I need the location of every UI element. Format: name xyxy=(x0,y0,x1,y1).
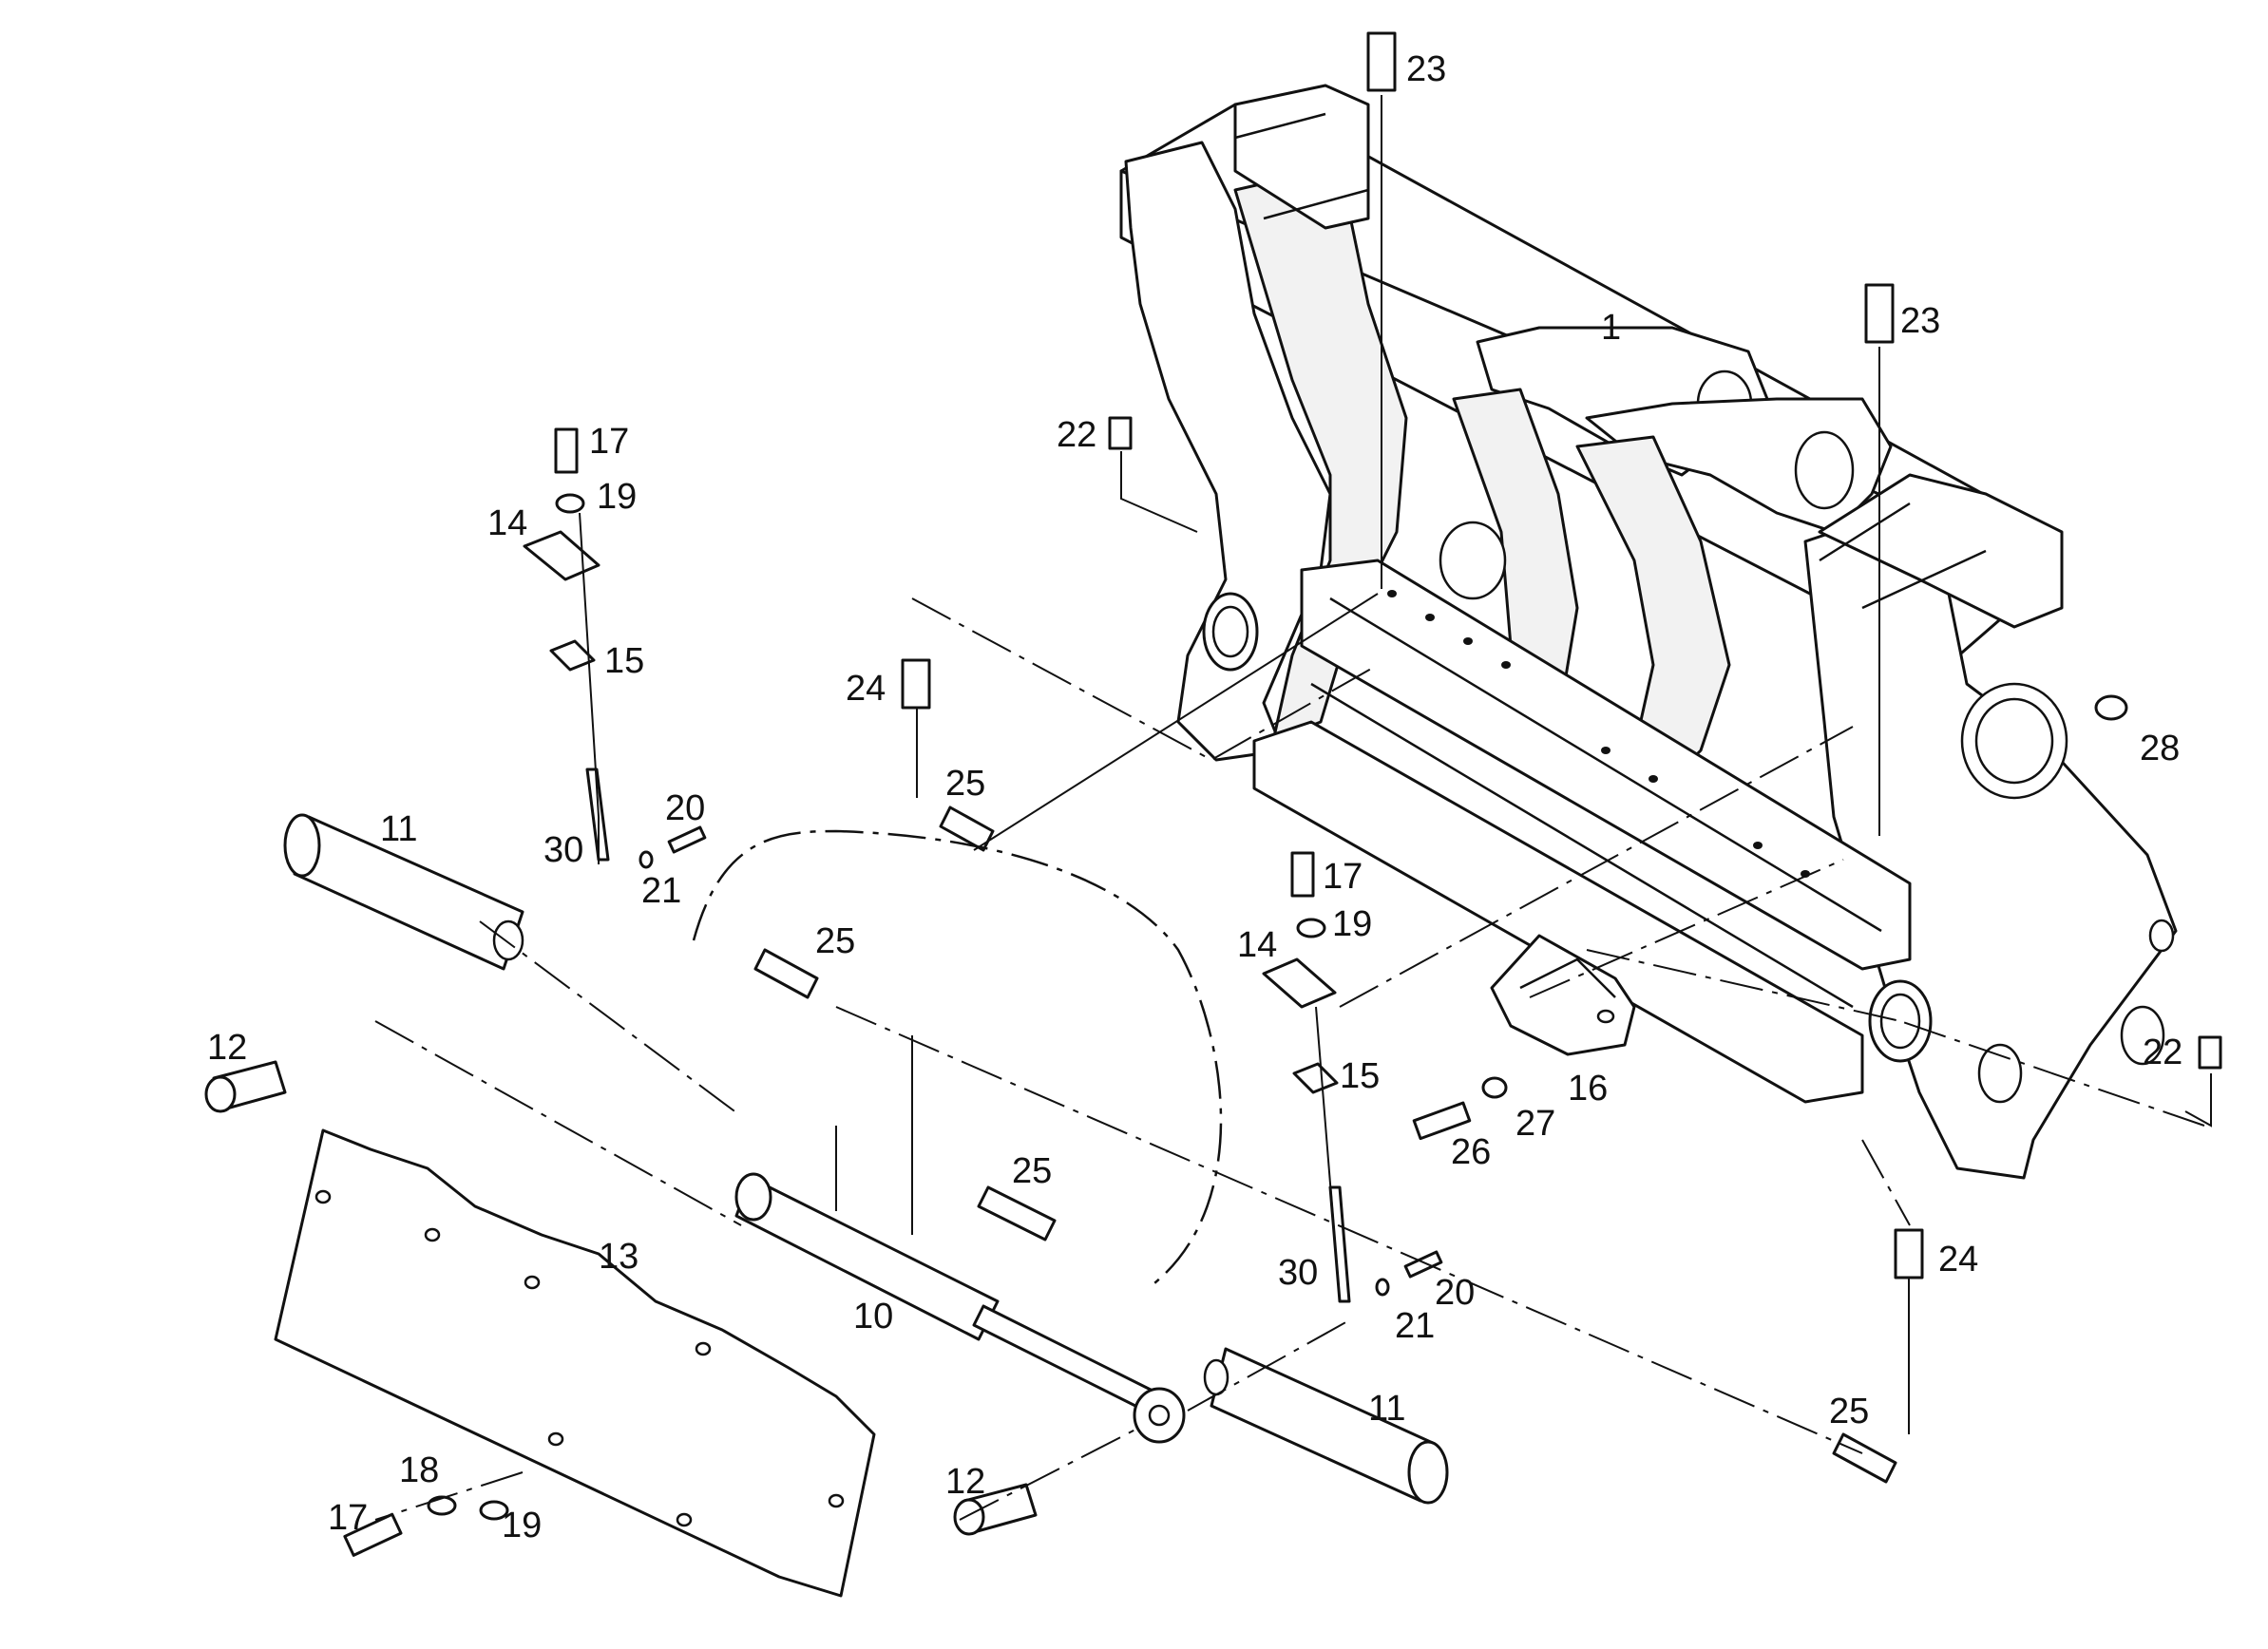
callout-16: 16 xyxy=(1568,1069,1608,1109)
callout-23: 23 xyxy=(1900,301,1940,341)
callout-27: 27 xyxy=(1515,1104,1555,1144)
bracket-16 xyxy=(1490,934,1636,1056)
callout-22: 22 xyxy=(2143,1033,2182,1072)
callout-25: 25 xyxy=(1012,1151,1052,1191)
callout-20: 20 xyxy=(1435,1273,1475,1313)
callout-21: 21 xyxy=(641,871,681,911)
hardware xyxy=(204,31,2222,1557)
callout-30: 30 xyxy=(543,830,583,870)
hydraulic-cylinder-10 xyxy=(734,1172,1186,1444)
callout-21: 21 xyxy=(1395,1306,1435,1346)
callout-26: 26 xyxy=(1451,1132,1491,1172)
pin-11-right xyxy=(1203,1347,1449,1505)
callout-17: 17 xyxy=(1323,857,1363,897)
callout-19: 19 xyxy=(597,477,637,517)
pin-11-left xyxy=(283,813,524,971)
callout-15: 15 xyxy=(1340,1056,1380,1096)
callout-25: 25 xyxy=(945,764,985,804)
callout-25: 25 xyxy=(815,921,855,961)
callout-12: 12 xyxy=(945,1462,985,1502)
quick-coupler-frame xyxy=(1119,84,2178,1180)
callout-20: 20 xyxy=(665,788,705,828)
callout-28: 28 xyxy=(2140,729,2180,768)
callout-12: 12 xyxy=(207,1028,247,1068)
callout-25: 25 xyxy=(1829,1392,1869,1431)
callout-30: 30 xyxy=(1278,1253,1318,1293)
guard-plate-13 xyxy=(274,1128,876,1598)
callout-17: 17 xyxy=(589,422,629,462)
callout-11: 11 xyxy=(1368,1389,1405,1429)
callout-24: 24 xyxy=(1938,1240,1978,1279)
callout-23: 23 xyxy=(1406,49,1446,89)
callout-17: 17 xyxy=(328,1498,368,1538)
callout-13: 13 xyxy=(599,1237,638,1277)
callout-19: 19 xyxy=(1332,904,1372,944)
callout-11: 11 xyxy=(380,809,417,849)
callout-14: 14 xyxy=(487,503,527,543)
callout-1: 1 xyxy=(1601,308,1621,348)
callout-24: 24 xyxy=(846,669,886,709)
callout-10: 10 xyxy=(853,1297,893,1336)
callout-14: 14 xyxy=(1237,925,1277,965)
callout-22: 22 xyxy=(1057,415,1096,455)
callout-18: 18 xyxy=(399,1450,439,1490)
callout-19: 19 xyxy=(502,1506,542,1545)
callout-15: 15 xyxy=(604,641,644,681)
callout-labels: 1 23 23 22 22 17 19 14 15 24 25 28 11 20… xyxy=(207,49,2182,1545)
leader-lines xyxy=(374,95,2212,1521)
